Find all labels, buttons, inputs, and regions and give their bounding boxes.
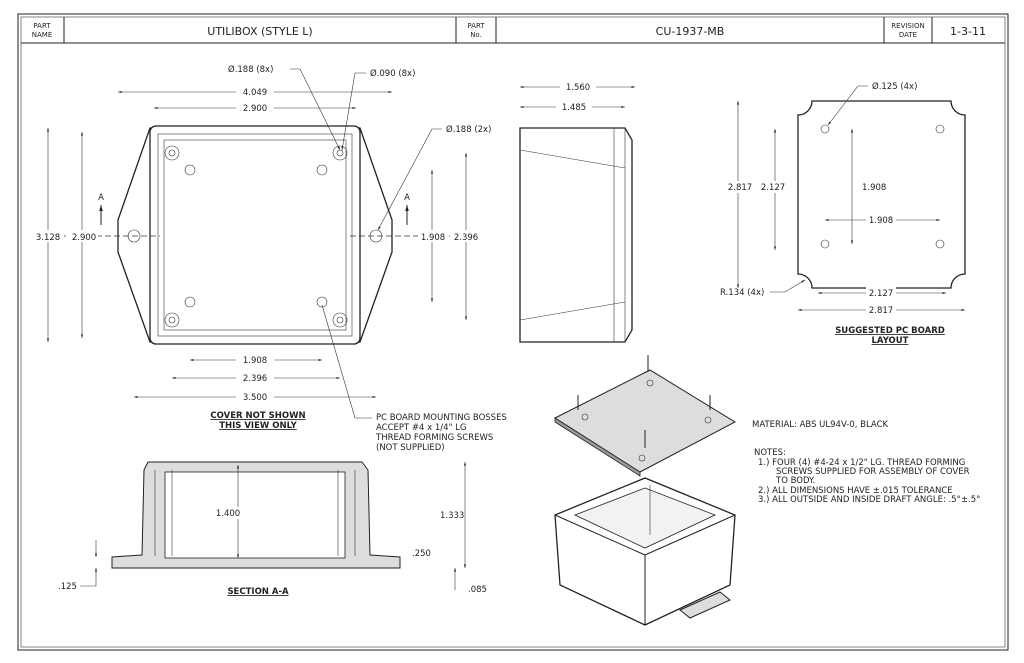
dim-4049: 4.049	[243, 88, 267, 98]
boss-note-3: THREAD FORMING SCREWS	[375, 433, 493, 443]
sheet-inner-border	[20, 16, 1006, 648]
isometric-view	[553, 355, 737, 626]
notes-block: MATERIAL: ABS UL94V-0, BLACK NOTES: 1.) …	[752, 420, 980, 505]
callout-hole-090-8x: Ø.090 (8x)	[370, 68, 415, 79]
callout-hole-188-2x: Ø.188 (2x)	[446, 124, 491, 135]
callout-hole-188-8x: Ø.188 (8x)	[228, 64, 273, 75]
section-dim-1400: 1.400	[216, 509, 240, 519]
dim-2396-v: 2.396	[454, 233, 478, 243]
title-block: PART NAME UTILIBOX (STYLE L) PART No. CU…	[21, 17, 1005, 44]
top-view-title: COVER NOT SHOWN	[210, 411, 305, 421]
pcb-dim-1908-v: 1.908	[862, 183, 886, 193]
section-marker-left: A	[98, 193, 104, 203]
pcb-dim-2127-h: 2.127	[869, 289, 893, 299]
dim-3128: 3.128	[36, 233, 60, 243]
boss-note-1: PC BOARD MOUNTING BOSSES	[376, 413, 507, 423]
top-view: 4.049 2.900 3.128 2.900 1.908 2.396 1.90…	[32, 64, 507, 453]
boss-note-4: (NOT SUPPLIED)	[376, 443, 445, 453]
sheet-border	[17, 13, 1009, 651]
top-view-title-2: THIS VIEW ONLY	[219, 421, 297, 431]
pcb-dim-2127-v: 2.127	[761, 183, 785, 193]
part-name: UTILIBOX (STYLE L)	[207, 25, 312, 38]
pcb-dim-2817-v: 2.817	[728, 183, 752, 193]
note-1-cont-2: TO BODY.	[775, 476, 815, 486]
pcb-title: SUGGESTED PC BOARD	[835, 326, 945, 336]
dim-1485: 1.485	[562, 103, 586, 113]
dim-1560: 1.560	[566, 83, 590, 93]
dim-1908-h: 1.908	[243, 356, 267, 366]
note-1: 1.) FOUR (4) #4-24 x 1/2" LG. THREAD FOR…	[758, 458, 965, 468]
side-view: 1.560 1.485	[519, 81, 635, 343]
dim-2396-h: 2.396	[243, 374, 267, 384]
boss-note-2: ACCEPT #4 x 1/4" LG	[376, 423, 467, 433]
material-note: MATERIAL: ABS UL94V-0, BLACK	[752, 420, 889, 430]
part-no-label-2: No.	[470, 31, 482, 39]
note-3: 3.) ALL OUTSIDE AND INSIDE DRAFT ANGLE: …	[758, 495, 980, 505]
section-dim-250: .250	[412, 549, 431, 559]
notes-heading: NOTES:	[754, 448, 786, 458]
pcb-dim-2817-h: 2.817	[869, 306, 893, 316]
part-name-label: PART	[33, 22, 51, 30]
note-1-cont: SCREWS SUPPLIED FOR ASSEMBLY OF COVER	[776, 467, 970, 477]
revision-label: REVISION	[891, 22, 924, 30]
pcb-dim-1908-h: 1.908	[869, 216, 893, 226]
section-marker-right: A	[404, 193, 410, 203]
pcb-radius-callout: R.134 (4x)	[720, 288, 764, 298]
pcb-title-2: LAYOUT	[872, 336, 909, 346]
section-dim-125: .125	[58, 582, 77, 592]
section-dim-1333: 1.333	[440, 511, 464, 521]
pc-board-layout: 2.817 2.127 1.908 1.908 2.127 2.817 Ø.12…	[720, 81, 966, 346]
revision-label-2: DATE	[899, 31, 917, 39]
part-no-label: PART	[467, 22, 485, 30]
dim-1908-v: 1.908	[421, 233, 445, 243]
dim-2900-h: 2.900	[243, 104, 267, 114]
section-title: SECTION A-A	[227, 587, 289, 597]
section-a-a: 1.400 1.333 .250 .125 .085 SECTION A-A	[58, 461, 487, 597]
dim-2900-v: 2.900	[72, 233, 96, 243]
part-number: CU-1937-MB	[656, 25, 725, 38]
section-dim-085: .085	[468, 585, 487, 595]
pcb-hole-callout: Ø.125 (4x)	[872, 81, 917, 92]
part-name-label-2: NAME	[32, 31, 53, 39]
dim-3500: 3.500	[243, 393, 267, 403]
note-2: 2.) ALL DIMENSIONS HAVE ±.015 TOLERANCE	[758, 486, 953, 496]
revision-date: 1-3-11	[950, 25, 986, 38]
